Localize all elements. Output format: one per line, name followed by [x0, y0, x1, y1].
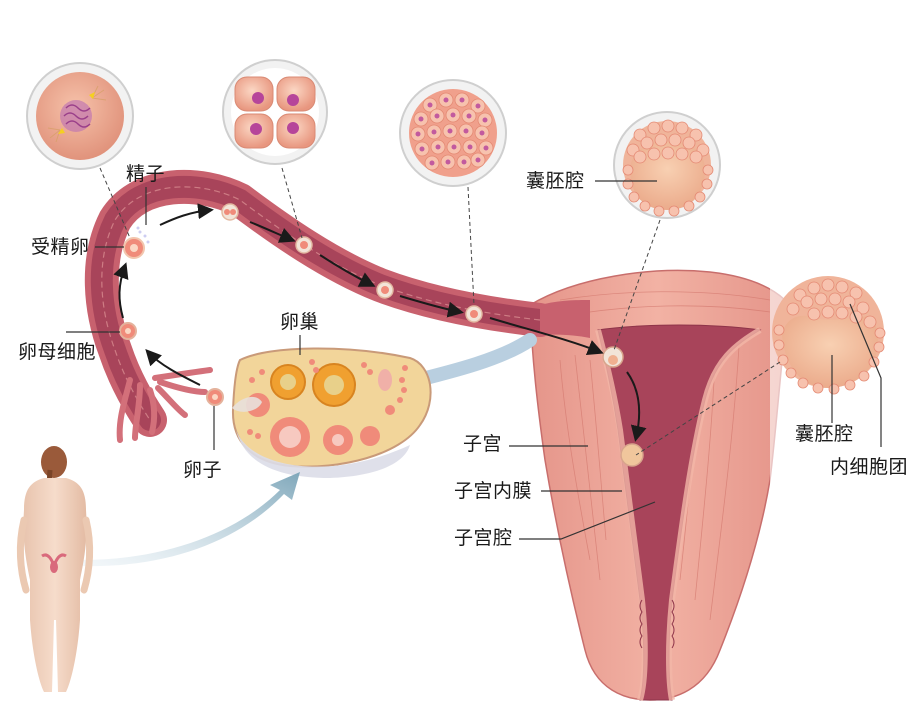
label-blastocoel-top: 囊胚腔 — [526, 170, 585, 192]
label-endometrium: 子宫内膜 — [454, 480, 533, 502]
female-figure — [16, 446, 94, 692]
big-arrow-icon — [82, 472, 300, 567]
stage-circle-blastocyst-implant — [772, 276, 886, 395]
label-uterus: 子宫 — [463, 433, 503, 455]
ovary — [231, 347, 432, 478]
fallopian-tube — [84, 169, 590, 443]
label-fertilized-egg: 受精卵 — [31, 236, 90, 258]
label-inner-cell-mass: 内细胞团 — [830, 456, 909, 478]
label-blastocoel-right: 囊胚腔 — [795, 423, 854, 445]
leader-lines — [66, 180, 882, 540]
label-oocyte: 卵母细胞 — [18, 341, 97, 363]
stage-circle-blastocyst — [613, 111, 721, 219]
stage-circle-morula — [399, 79, 507, 187]
path-arrows — [113, 203, 647, 442]
label-uterine-cavity: 子宫腔 — [454, 527, 513, 549]
path-cells — [119, 203, 644, 467]
stage-circle-zygote — [26, 62, 134, 170]
label-ovum: 卵子 — [183, 459, 223, 481]
label-sperm: 精子 — [126, 163, 166, 185]
stage-circle-four-cell — [222, 59, 328, 165]
label-ovary: 卵巢 — [280, 311, 320, 333]
